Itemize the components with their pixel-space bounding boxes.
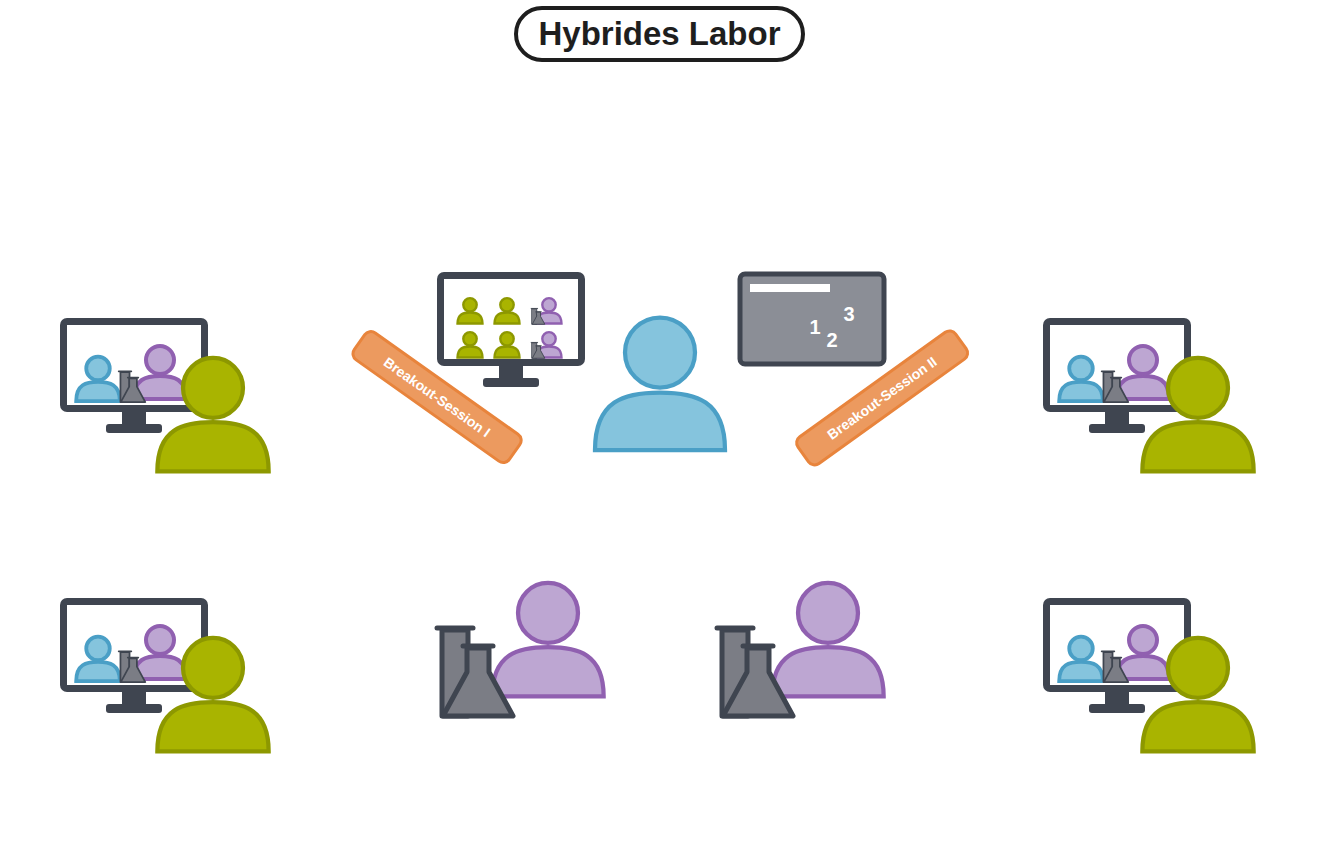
frame-box: Home Labor HomeBreakout-Session I Breakout-… (16, 14, 1303, 830)
lab-student-figure (492, 583, 603, 696)
breakout-outline (35, 288, 652, 809)
board-number-holder: 3 (843, 303, 854, 326)
breakout-region: Breakout-Session I (32, 285, 655, 812)
node-outline (400, 150, 916, 830)
panel-body (400, 150, 916, 830)
panel-heading: Home (1005, 150, 1303, 235)
location-panel: Home (16, 150, 313, 830)
flask-icon (717, 628, 793, 716)
lab-monitor (437, 272, 585, 387)
panel-heading: Labor (400, 150, 916, 235)
breakout-tab: Breakout-Session II (792, 326, 973, 470)
node-outline (32, 285, 655, 812)
node-outline (16, 150, 313, 830)
breakout-tab: Breakout-Session I (348, 326, 526, 467)
panel-body (16, 150, 313, 830)
frame-outline (16, 14, 1303, 830)
panel-outline (400, 150, 916, 830)
frame-title: Hybrides Labor (514, 6, 804, 62)
board-number: 3 (843, 303, 854, 326)
student-figure (1142, 638, 1253, 751)
board-number-holder: 2 (826, 329, 837, 352)
location-panel: Labor (400, 150, 916, 830)
student-figure (157, 358, 268, 471)
panel-header (400, 150, 916, 235)
panel-body (1005, 150, 1303, 830)
breakout-label: Breakout-Session II (824, 353, 940, 442)
blackboard (740, 274, 884, 364)
board-number: 2 (826, 329, 837, 352)
node-outline (16, 14, 1303, 830)
panel-outline (1005, 150, 1303, 830)
location-panel: Home (1005, 150, 1303, 830)
breakout-outline (671, 288, 1284, 809)
node-outline (1005, 150, 1303, 830)
board-number: 1 (809, 316, 820, 339)
panel-heading: Home (16, 150, 313, 235)
panel-header (1005, 150, 1303, 235)
panel-header (16, 150, 313, 235)
board-number-holder: 1 (809, 316, 820, 339)
panel-outline (16, 150, 313, 830)
student-figure (1142, 358, 1253, 471)
breakout-region: Breakout-Session II (668, 285, 1287, 812)
teacher-figure (595, 318, 725, 451)
node-outline (668, 285, 1287, 812)
lab-student-figure (772, 583, 883, 696)
breakout-label: Breakout-Session I (381, 354, 494, 440)
flask-icon (437, 628, 513, 716)
student-figure (157, 638, 268, 751)
